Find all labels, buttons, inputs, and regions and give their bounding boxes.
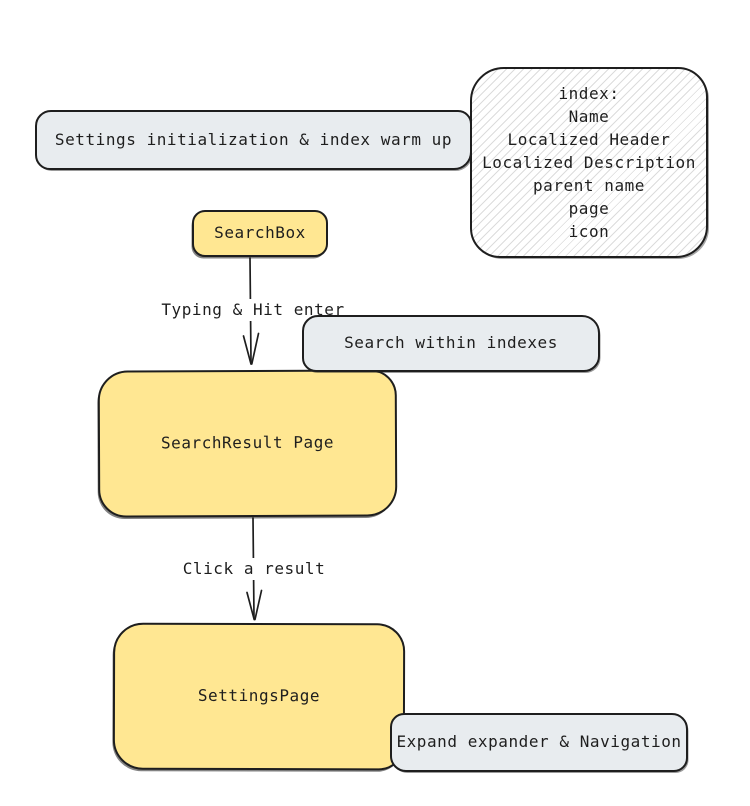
edge-label-click-a-result: Click a result	[178, 558, 330, 580]
node-searchbox: SearchBox	[192, 210, 328, 257]
edge-label-typing-hit-enter: Typing & Hit enter	[158, 299, 348, 321]
index-field-line: Name	[568, 107, 610, 126]
index-field-line: page	[568, 199, 610, 218]
index-field-line: icon	[568, 222, 610, 241]
node-searchresult-page: SearchResult Page	[97, 369, 398, 518]
node-searchresult-page-label: SearchResult Page	[160, 432, 335, 453]
index-field-line: Localized Header	[507, 130, 671, 149]
index-field-line: Localized Description	[482, 153, 696, 172]
node-settingspage: SettingsPage	[112, 622, 406, 771]
node-expand-expander-navigation-label: Expand expander & Navigation	[396, 732, 682, 752]
node-searchbox-label: SearchBox	[214, 223, 306, 243]
node-settings-initialization-label: Settings initialization & index warm up	[54, 129, 453, 149]
node-index-fields: index: Name Localized Header Localized D…	[470, 67, 708, 258]
index-field-line: index:	[558, 84, 620, 103]
node-settings-initialization: Settings initialization & index warm up	[35, 110, 472, 170]
node-expand-expander-navigation: Expand expander & Navigation	[390, 713, 688, 772]
node-search-within-indexes: Search within indexes	[302, 315, 600, 372]
index-field-line: parent name	[532, 176, 645, 195]
node-search-within-indexes-label: Search within indexes	[344, 333, 558, 353]
node-settingspage-label: SettingsPage	[197, 685, 321, 706]
